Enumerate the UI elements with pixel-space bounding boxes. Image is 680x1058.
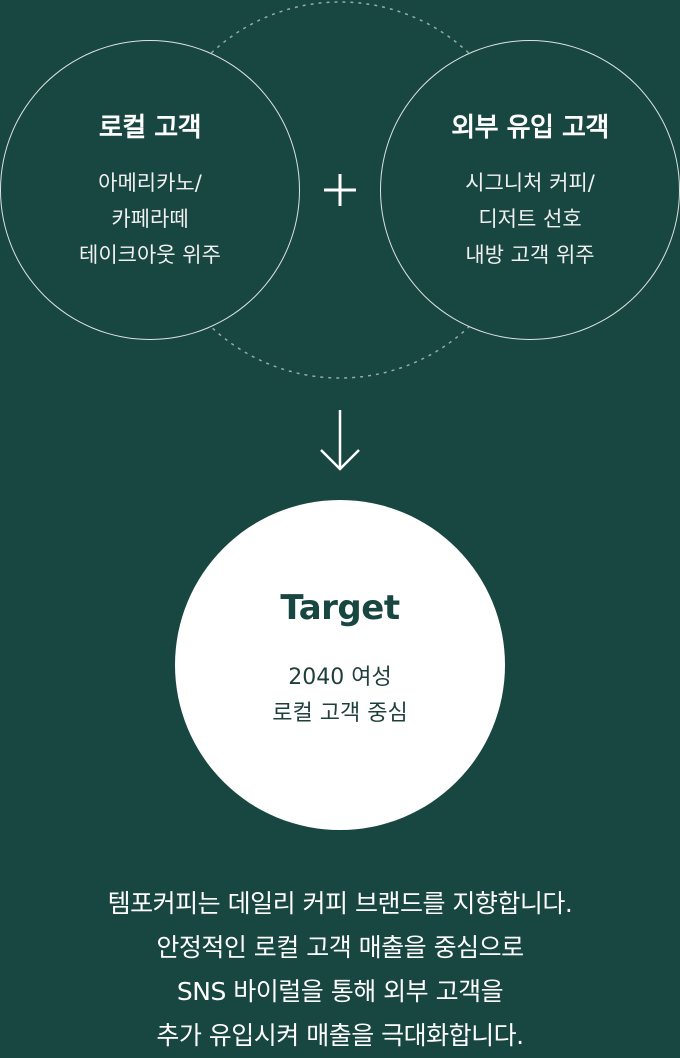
summary-line: 안정적인 로컬 고객 매출을 중심으로 <box>156 933 524 962</box>
external-customer-title: 외부 유입 고객 <box>451 113 609 143</box>
external-customer-line: 내방 고객 위주 <box>465 243 595 267</box>
target-circle: Target 2040 여성 로컬 고객 중심 <box>175 500 505 830</box>
external-customer-description: 시그니처 커피/ 디저트 선호 내방 고객 위주 <box>381 165 679 273</box>
local-customer-circle: 로컬 고객 아메리카노/ 카페라떼 테이크아웃 위주 <box>0 40 300 340</box>
arrow-down-icon <box>320 410 360 471</box>
external-customer-line: 디저트 선호 <box>478 207 582 231</box>
summary-line: 템포커피는 데일리 커피 브랜드를 지향합니다. <box>107 889 573 918</box>
summary-line: SNS 바이럴을 통해 외부 고객을 <box>176 977 504 1006</box>
local-customer-line: 아메리카노/ <box>98 171 202 195</box>
local-customer-line: 카페라떼 <box>111 207 189 231</box>
plus-icon <box>324 174 356 206</box>
local-customer-description: 아메리카노/ 카페라떼 테이크아웃 위주 <box>1 165 299 273</box>
summary-text: 템포커피는 데일리 커피 브랜드를 지향합니다. 안정적인 로컬 고객 매출을 … <box>0 882 680 1058</box>
summary-line: 추가 유입시켜 매출을 극대화합니다. <box>156 1021 524 1050</box>
external-customer-circle: 외부 유입 고객 시그니처 커피/ 디저트 선호 내방 고객 위주 <box>380 40 680 340</box>
target-line: 로컬 고객 중심 <box>272 701 408 726</box>
target-line: 2040 여성 <box>288 665 392 690</box>
target-title: Target <box>280 588 400 628</box>
external-customer-line: 시그니처 커피/ <box>465 171 595 195</box>
target-description: 2040 여성 로컬 고객 중심 <box>175 660 505 732</box>
local-customer-line: 테이크아웃 위주 <box>79 243 221 267</box>
local-customer-title: 로컬 고객 <box>98 113 202 143</box>
